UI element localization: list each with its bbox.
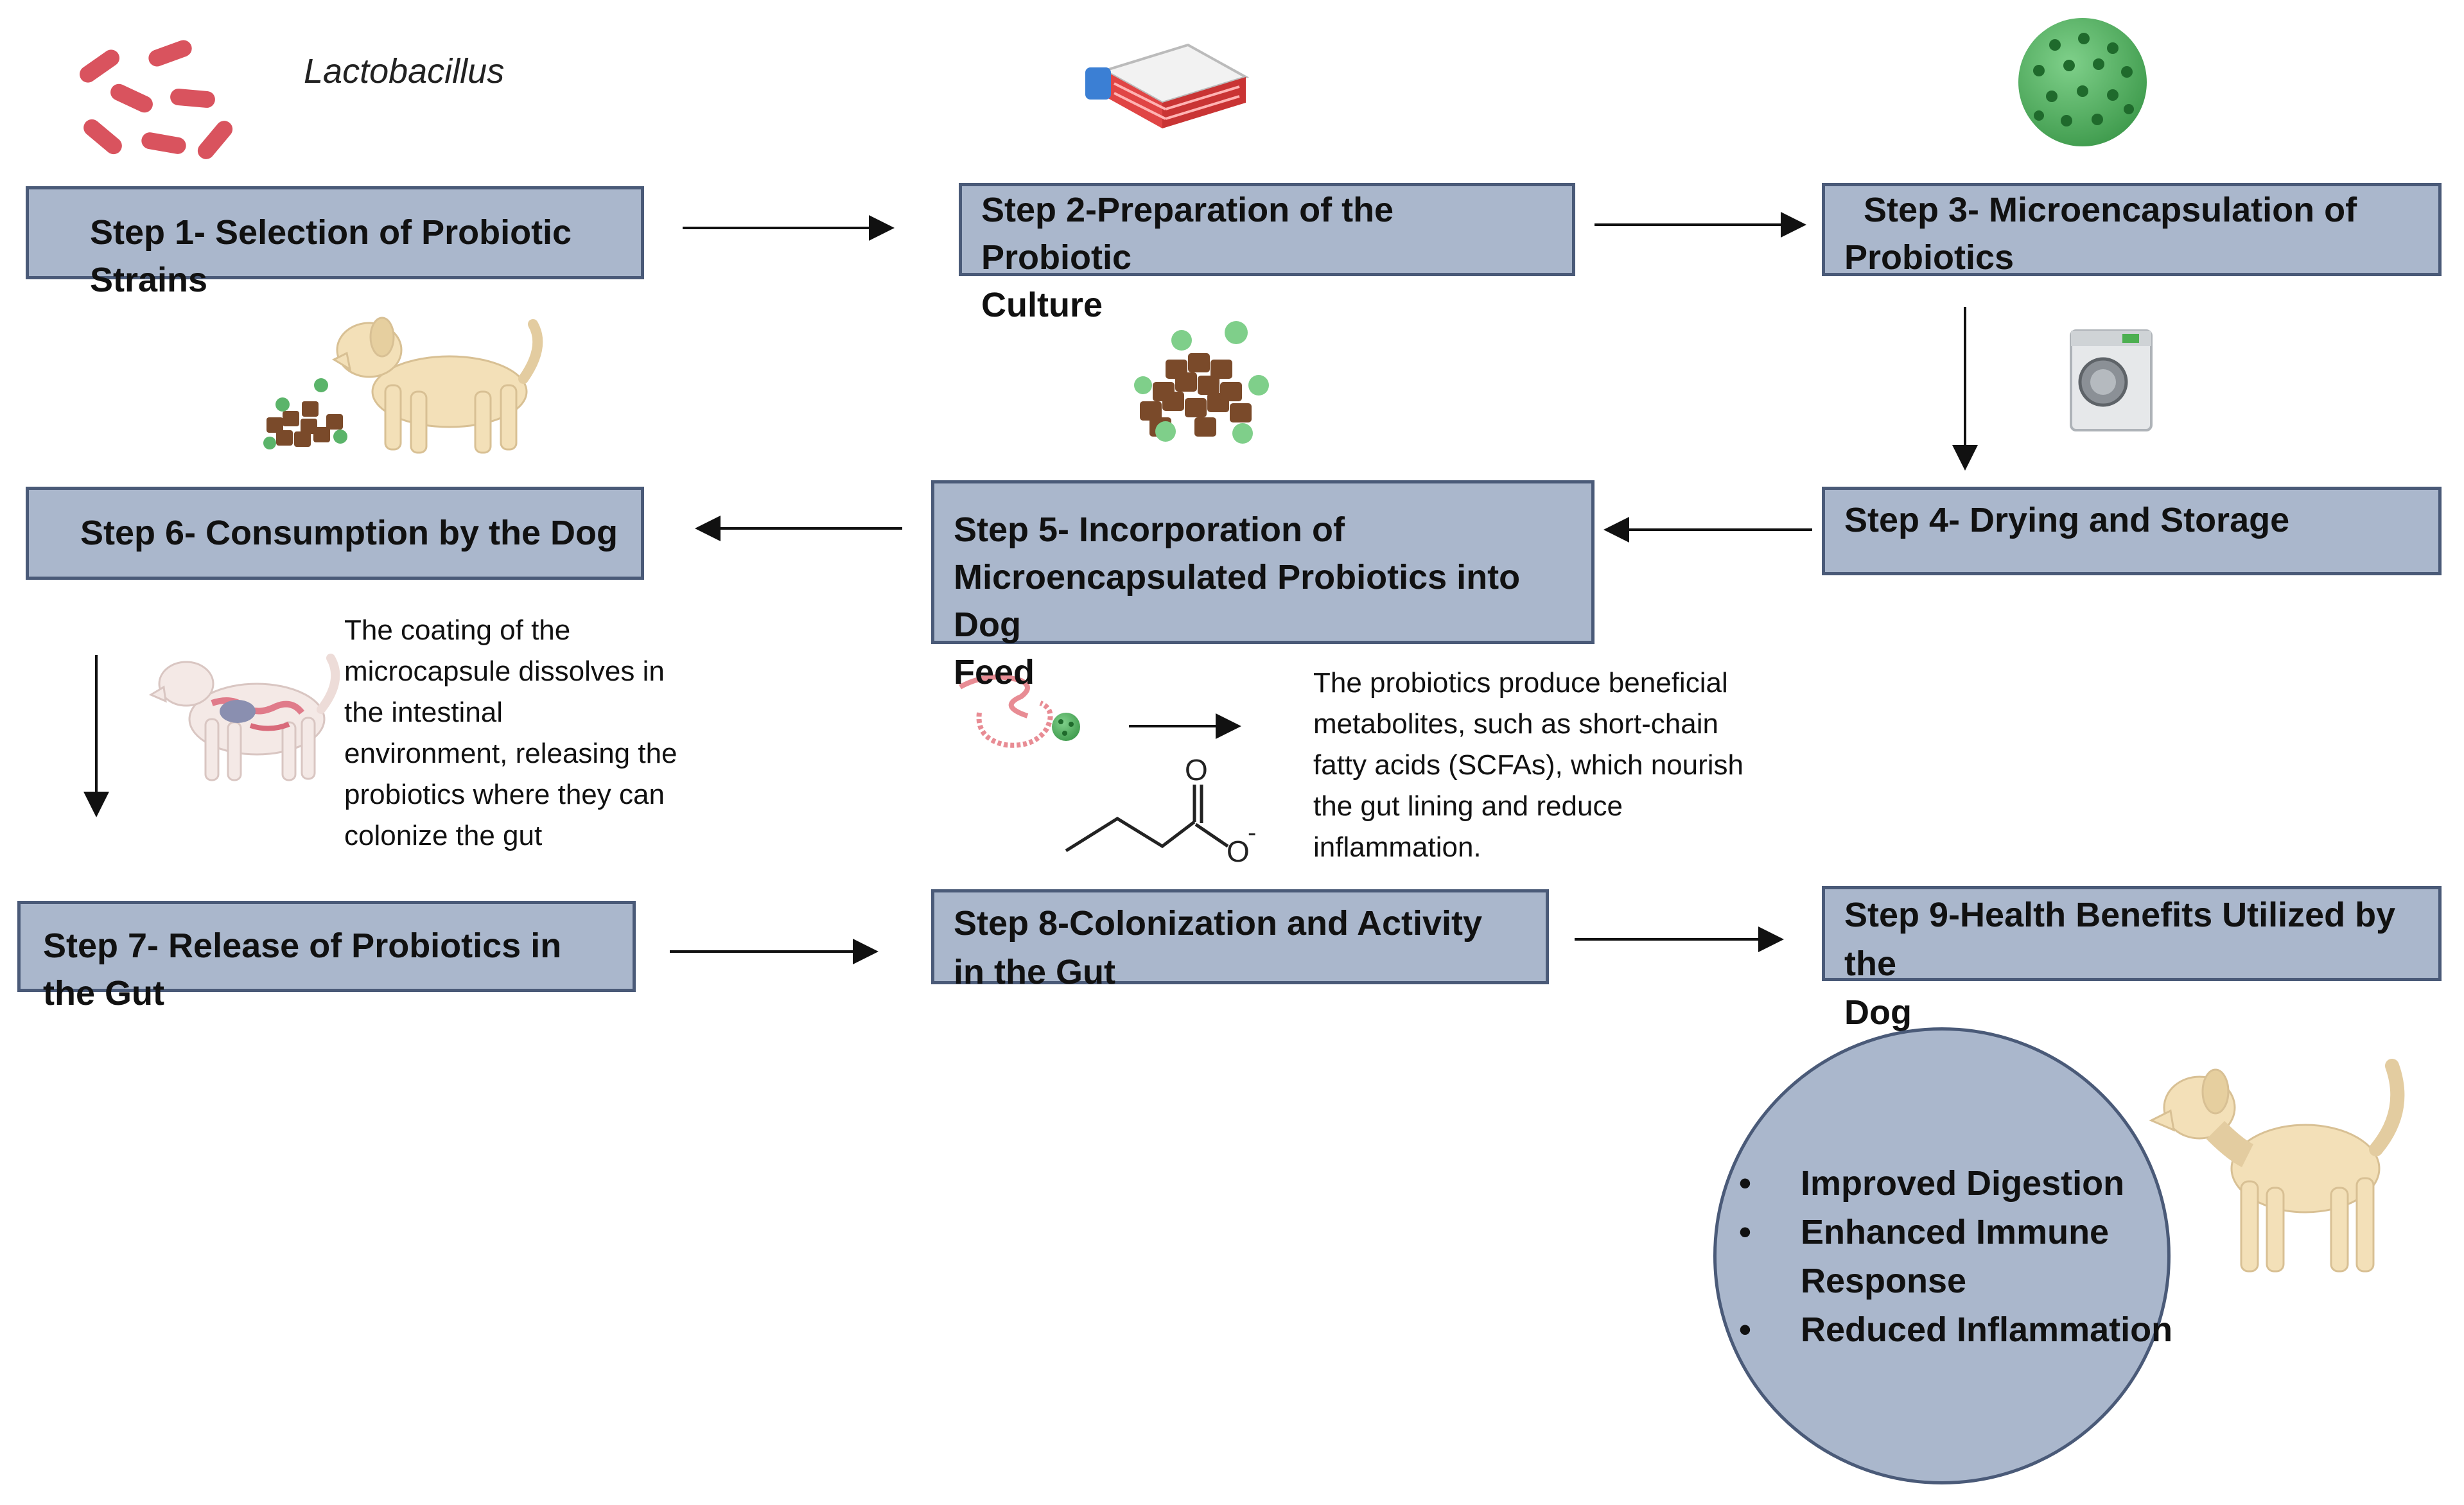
step-1-box: Step 1- Selection of Probiotic Strains: [26, 186, 644, 299]
step-2-box: Step 2-Preparation of the Probiotic Cult…: [959, 183, 1575, 324]
step-3-line-2: Probiotics: [1844, 238, 2014, 277]
health-benefits-list: Improved Digestion Enhanced Immune Respo…: [1734, 1159, 2224, 1354]
freeze-dryer-icon: [2070, 329, 2153, 431]
step-8-box: Step 8-Colonization and Activity in the …: [931, 889, 1549, 991]
step-6-box: Step 6- Consumption by the Dog: [26, 487, 644, 580]
step-7-line-1: Step 7- Release of Probiotics in the Gut: [43, 926, 562, 1013]
benefit-item: Enhanced Immune Response: [1734, 1208, 2224, 1305]
gut-probiotic-icon: [959, 674, 1080, 748]
microcapsule-icon: [2018, 18, 2147, 146]
step-7-box: Step 7- Release of Probiotics in the Gut: [17, 901, 636, 1013]
lactobacillus-label: Lactobacillus: [304, 52, 505, 91]
release-note-line: environment, releasing the: [344, 738, 677, 769]
step-4-box: Step 4- Drying and Storage: [1822, 487, 2442, 575]
step-5-line-1: Step 5- Incorporation of: [954, 510, 1345, 549]
metabolite-note-line: metabolites, such as short-chain: [1313, 708, 1718, 740]
release-note: The coating of the microcapsule dissolve…: [344, 610, 677, 857]
dog-with-kibble-icon: [263, 317, 543, 454]
metabolite-note-line: inflammation.: [1313, 831, 1481, 863]
healthy-dog-icon: [2149, 1059, 2405, 1273]
culture-flask-icon: [1085, 43, 1250, 128]
step-9-box: Step 9-Health Benefits Utilized by the D…: [1822, 886, 2442, 1032]
step-5-line-3: Feed: [954, 653, 1035, 692]
butyrate-molecule-icon: [1065, 785, 1229, 853]
lactobacillus-icon: [79, 40, 233, 159]
step-3-line-1: Step 3- Microencapsulation of: [1864, 191, 2357, 229]
benefit-item: Reduced Inflammation: [1734, 1305, 2224, 1354]
step-8-line-2: in the Gut: [954, 953, 1115, 991]
flow-arrows: [83, 212, 1978, 964]
kibble-pile-icon: [1134, 321, 1269, 444]
release-note-line: colonize the gut: [344, 820, 543, 851]
release-note-line: The coating of the: [344, 614, 571, 646]
step-5-box: Step 5- Incorporation of Microencapsulat…: [931, 480, 1595, 692]
step-4-line-1: Step 4- Drying and Storage: [1844, 501, 2290, 539]
step-9-line-1: Step 9-Health Benefits Utilized by the: [1844, 896, 2396, 983]
benefit-item: Improved Digestion: [1734, 1159, 2224, 1208]
metabolite-note: The probiotics produce beneficial metabo…: [1313, 663, 1743, 868]
dog-anatomy-icon: [148, 654, 340, 781]
oxygen-label: O: [1185, 753, 1208, 787]
step-6-line-1: Step 6- Consumption by the Dog: [80, 514, 618, 552]
step-9-line-2: Dog: [1844, 993, 1912, 1032]
step-8-line-1: Step 8-Colonization and Activity: [954, 904, 1483, 943]
metabolite-note-line: the gut lining and reduce: [1313, 790, 1623, 822]
release-note-line: microcapsule dissolves in: [344, 656, 665, 687]
metabolite-note-line: The probiotics produce beneficial: [1313, 667, 1728, 699]
metabolite-note-line: fatty acids (SCFAs), which nourish: [1313, 749, 1744, 781]
release-note-line: probiotics where they can: [344, 779, 665, 810]
release-note-line: the intestinal: [344, 697, 503, 728]
step-1-line-1: Step 1- Selection of Probiotic Strains: [90, 213, 572, 299]
step-5-line-2: Microencapsulated Probiotics into Dog: [954, 558, 1521, 644]
oxygen-anion-label: O: [1227, 835, 1250, 868]
step-2-line-1: Step 2-Preparation of the Probiotic: [981, 191, 1394, 277]
charge-label: -: [1248, 819, 1256, 847]
step-2-line-2: Culture: [981, 286, 1103, 324]
step-3-box: Step 3- Microencapsulation of Probiotics: [1822, 183, 2442, 277]
